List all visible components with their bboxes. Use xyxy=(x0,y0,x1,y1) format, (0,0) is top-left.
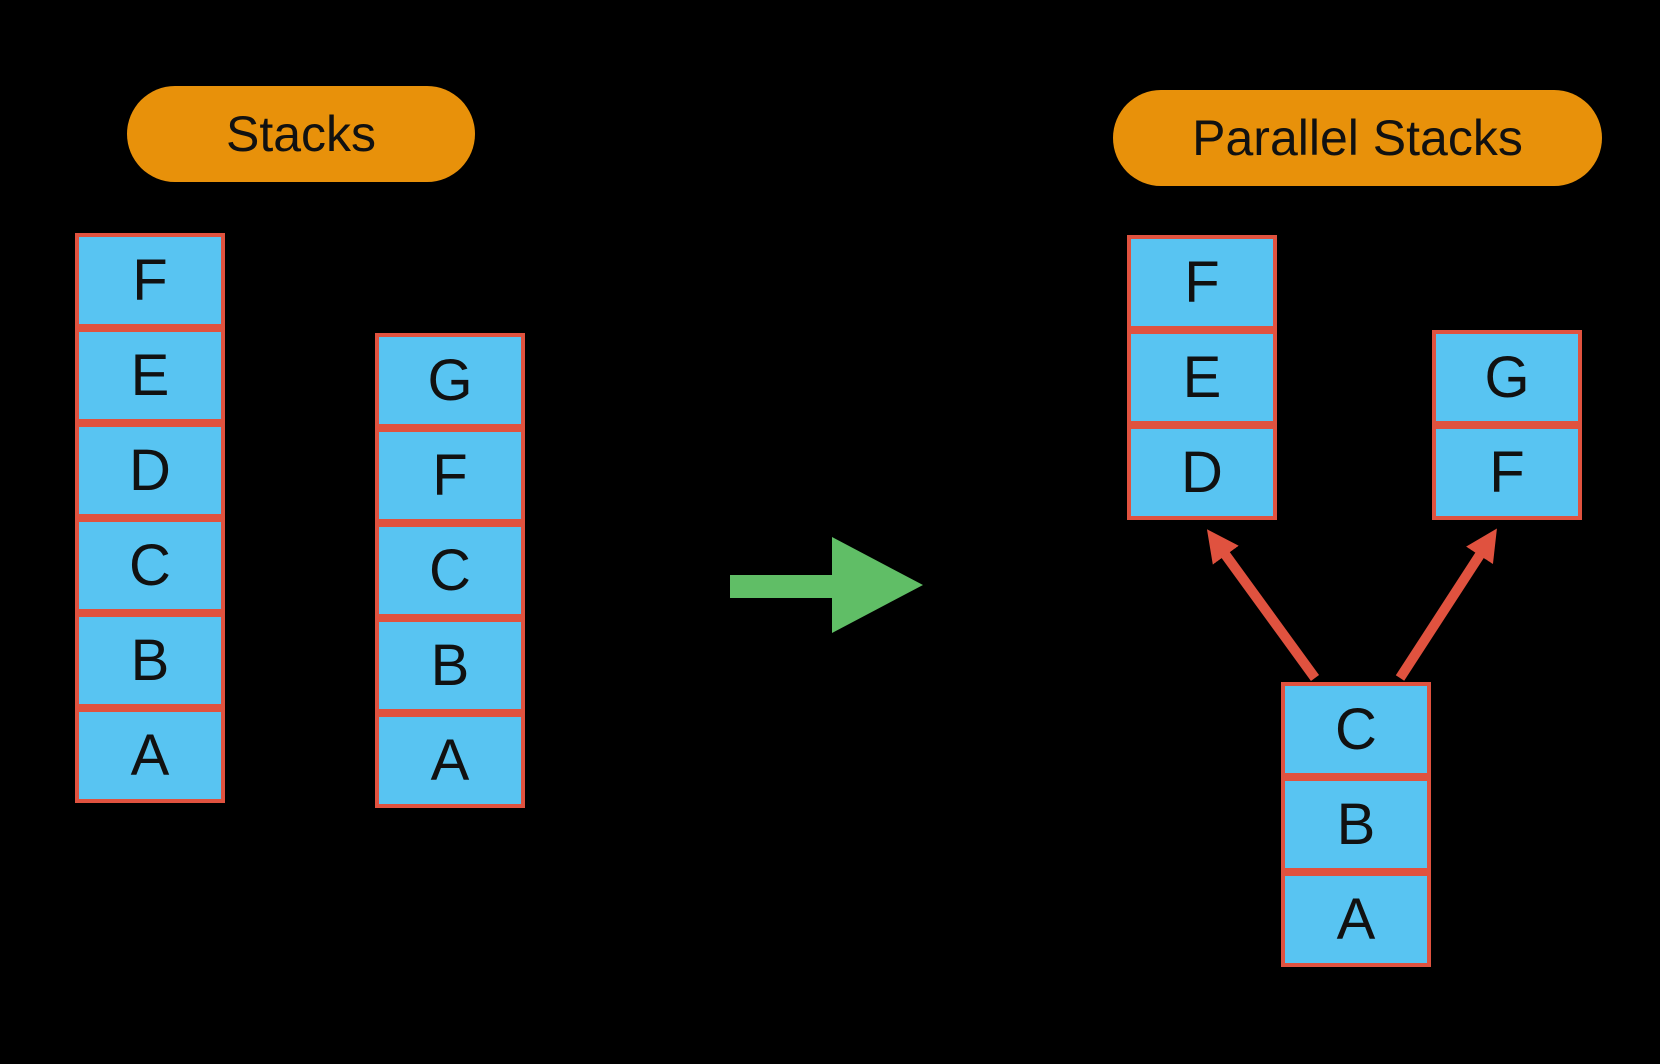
stack-cell: F xyxy=(1432,425,1582,520)
stack-cell: G xyxy=(375,333,525,428)
parallel-stack-gf: G F xyxy=(1432,330,1582,520)
transform-arrow-icon xyxy=(730,537,923,633)
stack-cell: E xyxy=(1127,330,1277,425)
stack-cell: F xyxy=(375,428,525,523)
parallel-stack-shared: C B A xyxy=(1281,682,1431,967)
stacks-title-label: Stacks xyxy=(225,106,377,162)
merge-arrow-left-icon xyxy=(1206,529,1320,681)
parallel-stack-fed: F E D xyxy=(1127,235,1277,520)
left-stack-2: G F C B A xyxy=(375,333,525,808)
merge-arrow-right-icon xyxy=(1395,528,1497,681)
stack-cell: B xyxy=(75,613,225,708)
stack-cell: G xyxy=(1432,330,1582,425)
stack-cell: F xyxy=(1127,235,1277,330)
stack-cell: F xyxy=(75,233,225,328)
stack-cell: B xyxy=(1281,777,1431,872)
stack-cell: B xyxy=(375,618,525,713)
stack-cell: D xyxy=(75,423,225,518)
stack-cell: A xyxy=(75,708,225,803)
left-stack-1: F E D C B A xyxy=(75,233,225,803)
stacks-title-pill: Stacks xyxy=(127,86,475,182)
stack-cell: C xyxy=(375,523,525,618)
parallel-stacks-title-label: Parallel Stacks xyxy=(1192,110,1523,166)
stack-cell: C xyxy=(1281,682,1431,777)
parallel-stacks-title-pill: Parallel Stacks xyxy=(1113,90,1602,186)
stack-cell: C xyxy=(75,518,225,613)
stack-cell: D xyxy=(1127,425,1277,520)
stack-cell: A xyxy=(1281,872,1431,967)
stack-cell: A xyxy=(375,713,525,808)
stack-cell: E xyxy=(75,328,225,423)
